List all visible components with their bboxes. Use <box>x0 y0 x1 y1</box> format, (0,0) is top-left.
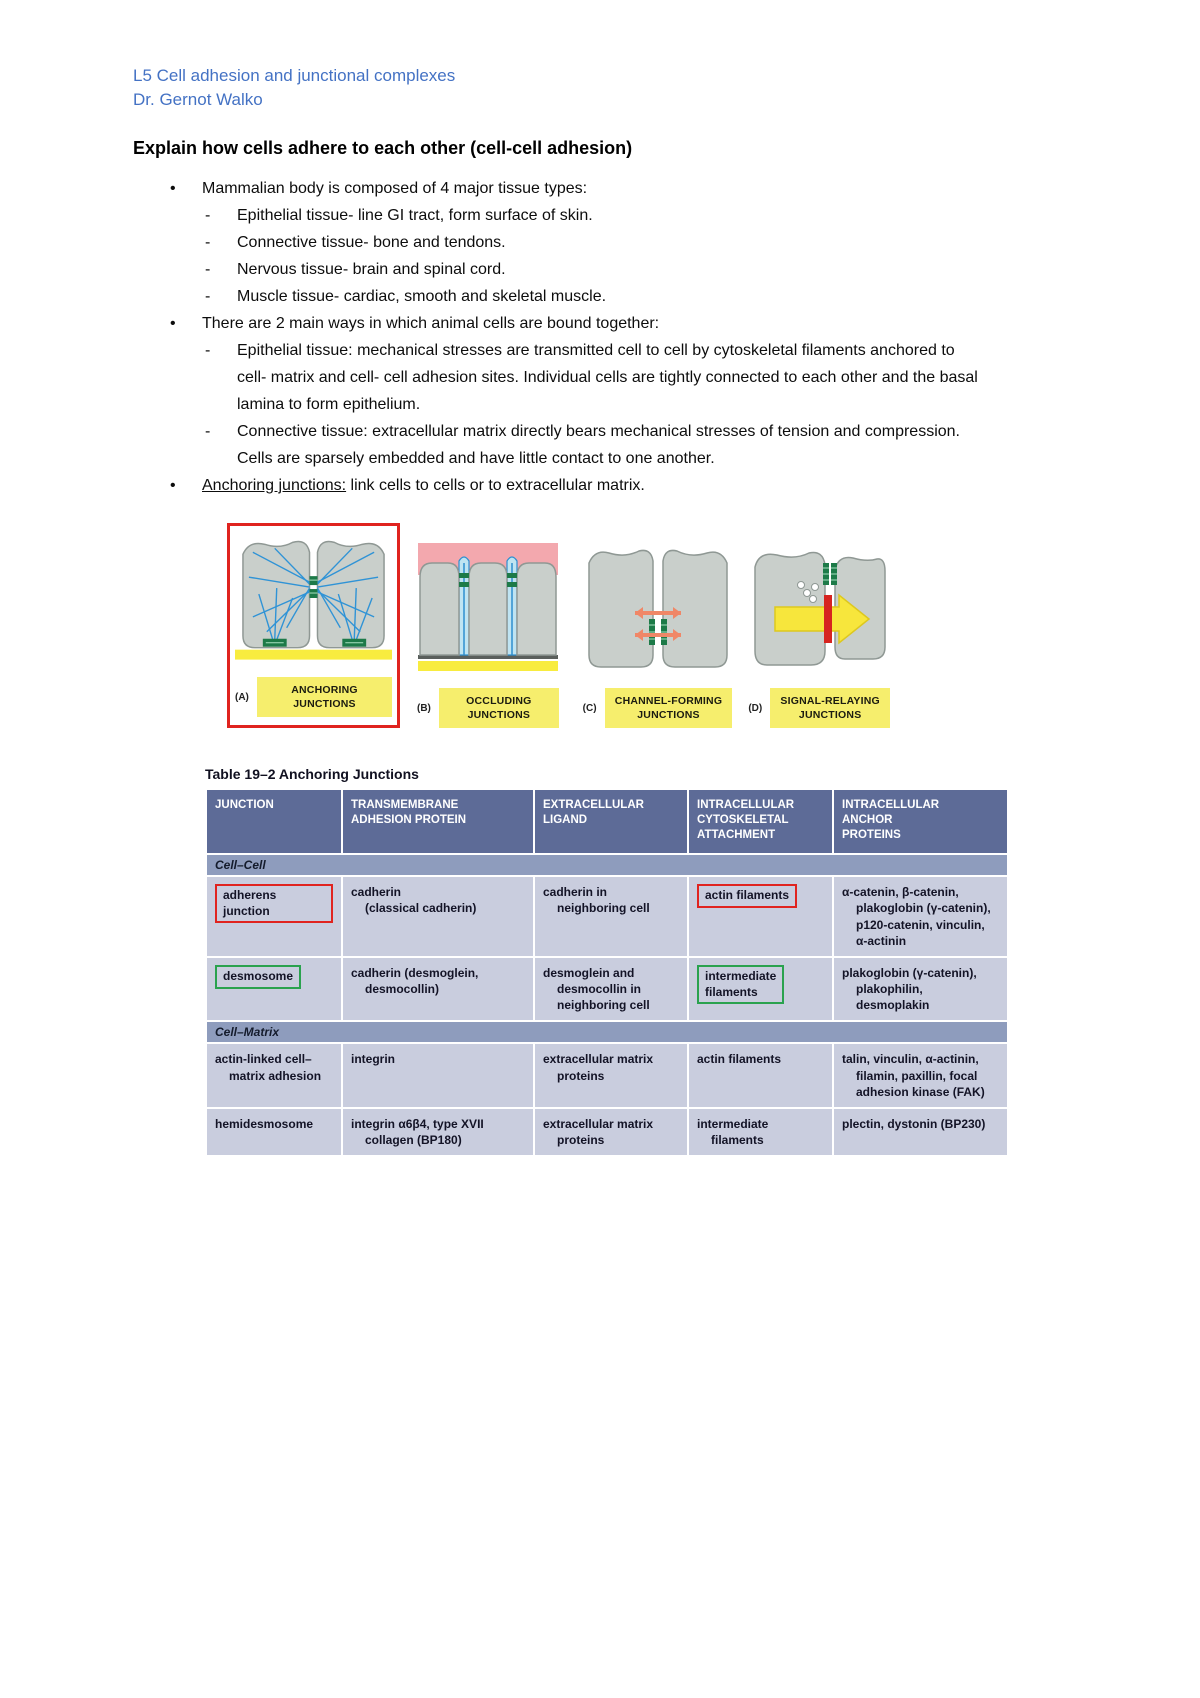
dash-marker <box>205 229 237 256</box>
col-header-junction: JUNCTION <box>207 790 341 854</box>
bullet-marker <box>170 310 202 337</box>
desmosome-highlight: desmosome <box>215 964 302 989</box>
anchoring-junctions-diagram <box>235 540 392 660</box>
col-header-ligand: EXTRACELLULAR LIGAND <box>535 790 687 854</box>
col-header-cytoskeletal: INTRACELLULAR CYTOSKELETAL ATTACHMENT <box>689 790 832 854</box>
section-label: Cell–Cell <box>207 855 1007 876</box>
signal-diagram-wrap <box>748 543 890 675</box>
sub-bullet-item: Connective tissue- bone and tendons. <box>133 229 978 256</box>
actin-filaments-highlight: actin filaments <box>697 884 798 908</box>
sub-bullet-text: Connective tissue: extracellular matrix … <box>237 423 960 467</box>
dash-marker <box>205 202 237 229</box>
bullet-text-rest: link cells to cells or to extracellular … <box>346 477 645 494</box>
lecturer-name: Dr. Gernot Walko <box>133 90 263 109</box>
panel-letter-d: (D) <box>748 702 763 714</box>
table-header-row: JUNCTION TRANSMEMBRANE ADHESION PROTEIN … <box>207 790 1007 854</box>
bullet-text: Mammalian body is composed of 4 major ti… <box>202 180 588 197</box>
junction-types-figure: (A) ANCHORING JUNCTIONS <box>227 523 890 729</box>
cell-text: integrin α6β4, type XVII collagen (BP180… <box>351 1117 484 1148</box>
sub-bullet-text: Connective tissue- bone and tendons. <box>237 234 506 251</box>
panel-b-label-row: (B) OCCLUDING JUNCTIONS <box>417 688 559 729</box>
table-row-hemidesmosome: hemidesmosome integrin α6β4, type XVII c… <box>207 1109 1007 1156</box>
sub-bullet-text: Muscle tissue- cardiac, smooth and skele… <box>237 288 607 305</box>
cell-text: plectin, dystonin (BP230) <box>842 1117 986 1132</box>
table-name: Anchoring Junctions <box>275 766 419 783</box>
anchoring-junctions-term: Anchoring junctions: <box>202 477 347 494</box>
dash-marker <box>205 283 237 310</box>
sub-bullet-item: Epithelial tissue: mechanical stresses a… <box>133 337 978 418</box>
panel-c-label-row: (C) CHANNEL-FORMING JUNCTIONS <box>582 688 733 729</box>
cell-text: cadherin (classical cadherin) <box>351 885 477 916</box>
panel-letter-c: (C) <box>582 702 597 714</box>
panel-d-label-row: (D) SIGNAL-RELAYING JUNCTIONS <box>748 688 890 729</box>
cell-text: intermediate filaments <box>697 1117 769 1148</box>
cell-text: desmoglein and desmocollin in neighborin… <box>543 965 650 1013</box>
panel-letter-a: (A) <box>235 691 249 703</box>
signal-relaying-junctions-diagram <box>754 551 886 666</box>
cell-text: cadherin in neighboring cell <box>543 885 650 916</box>
cell-text: hemidesmosome <box>215 1117 314 1132</box>
course-title: L5 Cell adhesion and junctional complexe… <box>133 66 456 85</box>
bullet-marker <box>170 472 202 499</box>
cell-text: integrin <box>351 1052 395 1067</box>
cell-text: extracellular matrix proteins <box>543 1052 654 1083</box>
bullet-marker <box>170 175 202 202</box>
bullet-list: Mammalian body is composed of 4 major ti… <box>133 175 978 499</box>
figure-panel-occluding: (B) OCCLUDING JUNCTIONS <box>417 543 559 729</box>
anchoring-junctions-table: JUNCTION TRANSMEMBRANE ADHESION PROTEIN … <box>205 788 1009 1157</box>
intermediate-filaments-highlight: intermediate filaments <box>697 964 785 1005</box>
sub-bullet-text: Epithelial tissue- line GI tract, form s… <box>237 207 593 224</box>
figure-panel-channel: (C) CHANNEL-FORMING JUNCTIONS <box>582 543 733 729</box>
sub-bullet-item: Connective tissue: extracellular matrix … <box>133 418 978 472</box>
col-header-transmembrane: TRANSMEMBRANE ADHESION PROTEIN <box>343 790 533 854</box>
table-row-actin-linked: actin-linked cell– matrix adhesion integ… <box>207 1044 1007 1108</box>
anchoring-junctions-table-block: Table 19–2 Anchoring Junctions JUNCTION … <box>205 766 1007 1157</box>
dash-marker <box>205 256 237 283</box>
bullet-text: There are 2 main ways in which animal ce… <box>202 315 660 332</box>
table-number: Table 19–2 <box>205 766 276 783</box>
page-title: Explain how cells adhere to each other (… <box>133 138 633 158</box>
table-title: Table 19–2 Anchoring Junctions <box>205 766 997 782</box>
bullet-item: There are 2 main ways in which animal ce… <box>133 310 978 337</box>
channel-diagram-wrap <box>583 543 733 675</box>
bullet-item: Mammalian body is composed of 4 major ti… <box>133 175 978 202</box>
sub-bullet-text: Nervous tissue- brain and spinal cord. <box>237 261 506 278</box>
cell-text: talin, vinculin, α-actinin, filamin, pax… <box>842 1052 985 1099</box>
section-row-cell-cell: Cell–Cell <box>207 855 1007 876</box>
adherens-junction-highlight: adherens junction <box>215 884 333 924</box>
sub-bullet-item: Nervous tissue- brain and spinal cord. <box>133 256 978 283</box>
section-row-cell-matrix: Cell–Matrix <box>207 1022 1007 1043</box>
sub-bullet-item: Muscle tissue- cardiac, smooth and skele… <box>133 283 978 310</box>
anchoring-diagram-wrap <box>235 532 392 664</box>
dash-marker <box>205 337 237 418</box>
section-label: Cell–Matrix <box>207 1022 1007 1043</box>
panel-letter-b: (B) <box>417 702 431 714</box>
col-header-anchor-proteins: INTRACELLULAR ANCHOR PROTEINS <box>834 790 1007 854</box>
table-row-adherens: adherens junction cadherin (classical ca… <box>207 877 1007 956</box>
panel-label-channel: CHANNEL-FORMING JUNCTIONS <box>604 688 733 729</box>
panel-label-anchoring: ANCHORING JUNCTIONS <box>257 677 392 718</box>
cell-text: actin filaments <box>697 1052 782 1067</box>
panel-label-occluding: OCCLUDING JUNCTIONS <box>439 688 559 729</box>
cell-text: extracellular matrix proteins <box>543 1117 654 1148</box>
cell-text: cadherin (desmoglein, desmocollin) <box>351 965 479 997</box>
page-content: L5 Cell adhesion and junctional complexe… <box>0 0 1010 1157</box>
panel-a-label-row: (A) ANCHORING JUNCTIONS <box>235 677 392 718</box>
table-row-desmosome: desmosome cadherin (desmoglein, desmocol… <box>207 957 1007 1021</box>
dash-marker <box>205 418 237 472</box>
doc-header: L5 Cell adhesion and junctional complexe… <box>133 64 890 112</box>
cell-text: actin-linked cell– matrix adhesion <box>215 1052 322 1083</box>
figure-panel-signal: (D) SIGNAL-RELAYING JUNCTIONS <box>748 543 890 729</box>
figure-panel-anchoring: (A) ANCHORING JUNCTIONS <box>227 523 400 729</box>
sub-bullet-item: Epithelial tissue- line GI tract, form s… <box>133 202 978 229</box>
sub-bullet-text: Epithelial tissue: mechanical stresses a… <box>237 342 978 413</box>
occluding-junctions-diagram <box>417 543 558 671</box>
bullet-item: Anchoring junctions: link cells to cells… <box>133 472 978 499</box>
bullet-text: Anchoring junctions: link cells to cells… <box>202 472 978 499</box>
channel-forming-junctions-diagram <box>587 549 728 668</box>
cell-text: plakoglobin (γ-catenin), plakophilin, de… <box>842 965 977 1013</box>
occluding-diagram-wrap <box>417 543 559 675</box>
cell-text: α-catenin, β-catenin, plakoglobin (γ-cat… <box>842 885 991 948</box>
panel-label-signal: SIGNAL-RELAYING JUNCTIONS <box>770 688 890 729</box>
